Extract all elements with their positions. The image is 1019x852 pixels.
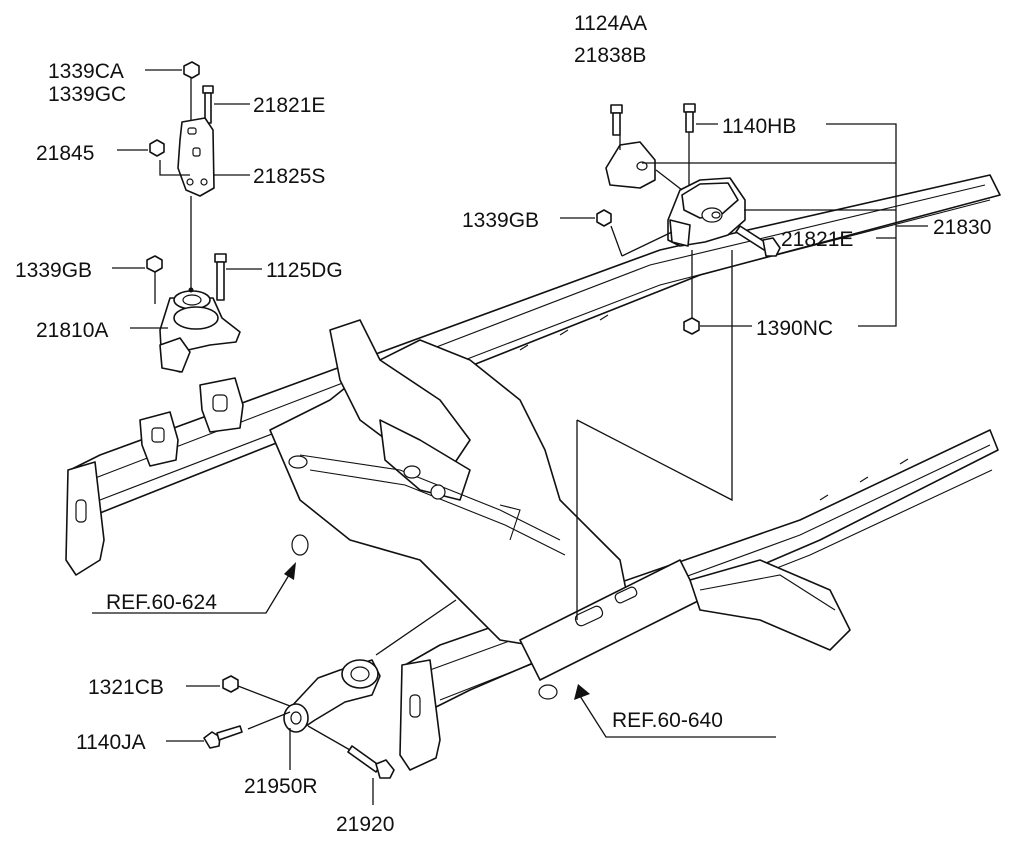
- nut-1339gb-left-icon: [146, 255, 163, 273]
- label-1125dg: 1125DG: [266, 259, 343, 282]
- bracket-21825s-icon: [177, 117, 215, 197]
- labels: 1339CA 1339GC 21821E 21845 21825S 1339GB…: [15, 12, 991, 836]
- label-1339ca: 1339CA: [48, 60, 124, 83]
- bolt-21821e-right-icon: [735, 225, 781, 257]
- bolt-21920-icon: [347, 745, 395, 779]
- nut-1321cb-icon: [222, 675, 239, 693]
- label-21830: 21830: [933, 216, 991, 239]
- right-mount-group: [596, 103, 781, 335]
- label-21821e-left: 21821E: [253, 94, 325, 117]
- ref-60-640: REF.60-640: [612, 709, 723, 732]
- nut-1339ca-icon: [183, 61, 200, 79]
- nut-1339gb-right-icon: [596, 209, 612, 227]
- mount-21810a-icon: [159, 287, 241, 373]
- bolt-1140ja-icon: [203, 725, 243, 749]
- label-21825s: 21825S: [253, 165, 325, 188]
- mount-21830-icon: [667, 177, 746, 247]
- left-mount-group: [146, 61, 241, 373]
- label-1321cb: 1321CB: [88, 676, 164, 699]
- label-1140ja: 1140JA: [76, 731, 146, 754]
- bolt-1125dg-icon: [214, 253, 227, 301]
- label-1140hb: 1140HB: [722, 115, 796, 138]
- label-21920: 21920: [336, 813, 394, 836]
- bolt-1124aa-icon: [610, 104, 623, 136]
- rod-21950r-icon: [283, 659, 381, 733]
- vehicle-frame: [65, 174, 1001, 771]
- nut-21845-icon: [149, 139, 165, 157]
- leader-lines: [92, 69, 928, 742]
- bracket-21838b-icon: [605, 141, 656, 189]
- label-1339gc: 1339GC: [48, 83, 126, 106]
- label-1390nc: 1390NC: [756, 317, 833, 340]
- label-21810a: 21810A: [36, 319, 108, 342]
- label-21838b: 21838B: [574, 44, 646, 67]
- rod-group: [203, 599, 457, 805]
- ref-60-624: REF.60-624: [106, 591, 217, 614]
- label-1339gb-right: 1339GB: [462, 209, 539, 232]
- label-1124aa: 1124AA: [574, 12, 647, 35]
- label-21950r: 21950R: [244, 775, 318, 798]
- label-1339gb-left: 1339GB: [15, 259, 92, 282]
- label-21821e-right: 21821E: [781, 228, 853, 251]
- label-21845: 21845: [36, 142, 94, 165]
- bolt-1140hb-icon: [683, 103, 696, 133]
- nut-1390nc-icon: [683, 317, 700, 335]
